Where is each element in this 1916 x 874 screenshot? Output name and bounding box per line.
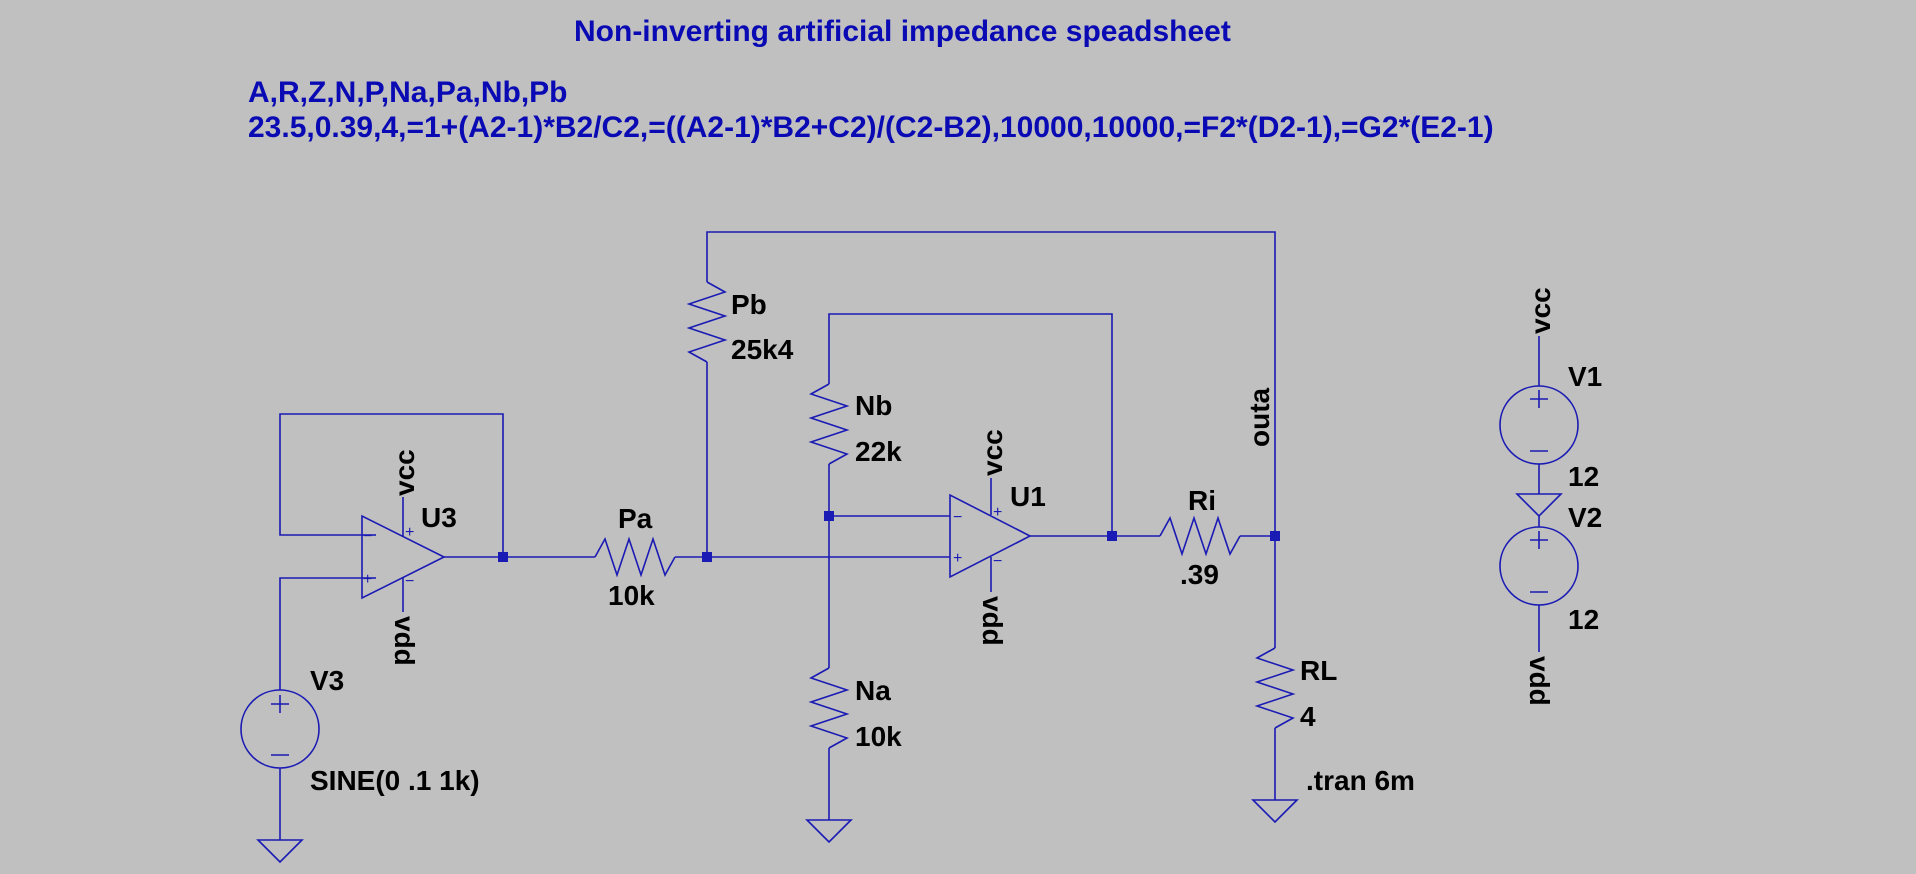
v2-value: 12 [1568, 604, 1599, 635]
na-label: Na [855, 675, 891, 706]
rl-value: 4 [1300, 701, 1316, 732]
ri-label: Ri [1188, 485, 1216, 516]
ground-rl-icon [1251, 799, 1299, 824]
v3-to-u3-wire [279, 577, 362, 690]
opamp-u1[interactable]: − + + − [949, 493, 1032, 579]
svg-text:−: − [405, 573, 414, 590]
resistor-nb[interactable] [808, 383, 850, 465]
ri-value: .39 [1180, 559, 1219, 590]
v1-vcc-net-label: vcc [1525, 287, 1556, 334]
resistor-na[interactable] [808, 667, 850, 749]
resistor-ri[interactable] [1159, 515, 1241, 557]
nb-label: Nb [855, 390, 892, 421]
svg-text:+: + [953, 550, 962, 567]
v1-value: 12 [1568, 461, 1599, 492]
ground-na-icon [805, 819, 853, 844]
spreadsheet-values-line: 23.5,0.39,4,=1+(A2-1)*B2/C2,=((A2-1)*B2+… [248, 111, 1494, 144]
spreadsheet-header-line: A,R,Z,N,P,Na,Pa,Nb,Pb [248, 76, 568, 109]
tran-directive[interactable]: .tran 6m [1306, 765, 1415, 796]
u1-vcc-net-label: vcc [977, 429, 1008, 476]
resistor-pb[interactable] [686, 281, 728, 363]
voltage-source-v3[interactable] [240, 689, 320, 769]
u3-vcc-net-label: vcc [389, 449, 420, 496]
schematic-title: Non-inverting artificial impedance spead… [574, 15, 1231, 48]
opamp-u1-label: U1 [1010, 481, 1046, 512]
u3-feedback-wire [279, 413, 504, 557]
voltage-source-v2[interactable] [1499, 526, 1579, 606]
pb-value: 25k4 [731, 334, 794, 365]
svg-text:−: − [953, 509, 962, 526]
ground-v3-icon [256, 839, 304, 864]
resistor-pa[interactable] [594, 536, 676, 578]
pb-feedback-wire [706, 231, 1276, 536]
u3-vdd-net-label: vdd [389, 616, 420, 666]
opamp-u3-label: U3 [421, 502, 457, 533]
svg-text:+: + [993, 504, 1002, 521]
rl-label: RL [1300, 655, 1337, 686]
series-node-icon [1515, 493, 1563, 518]
resistor-rl[interactable] [1254, 647, 1296, 729]
svg-text:−: − [363, 528, 372, 545]
nb-value: 22k [855, 436, 902, 467]
pa-value: 10k [608, 580, 655, 611]
outa-net-label: outa [1244, 387, 1275, 447]
svg-text:+: + [363, 571, 372, 588]
pb-label: Pb [731, 289, 767, 320]
junction-u1-output [1107, 531, 1117, 541]
v2-label: V2 [1568, 502, 1602, 533]
v3-value: SINE(0 .1 1k) [310, 765, 480, 796]
pa-label: Pa [618, 503, 653, 534]
opamp-u3[interactable]: − + + − [361, 514, 446, 600]
na-value: 10k [855, 721, 902, 752]
svg-text:−: − [993, 553, 1002, 570]
voltage-source-v1[interactable] [1499, 385, 1579, 465]
v1-label: V1 [1568, 361, 1602, 392]
svg-text:+: + [405, 524, 414, 541]
nb-feedback-wire [828, 313, 1113, 535]
u1-vdd-net-label: vdd [977, 596, 1008, 646]
v2-vdd-net-label: vdd [1524, 656, 1555, 706]
v3-label: V3 [310, 665, 344, 696]
